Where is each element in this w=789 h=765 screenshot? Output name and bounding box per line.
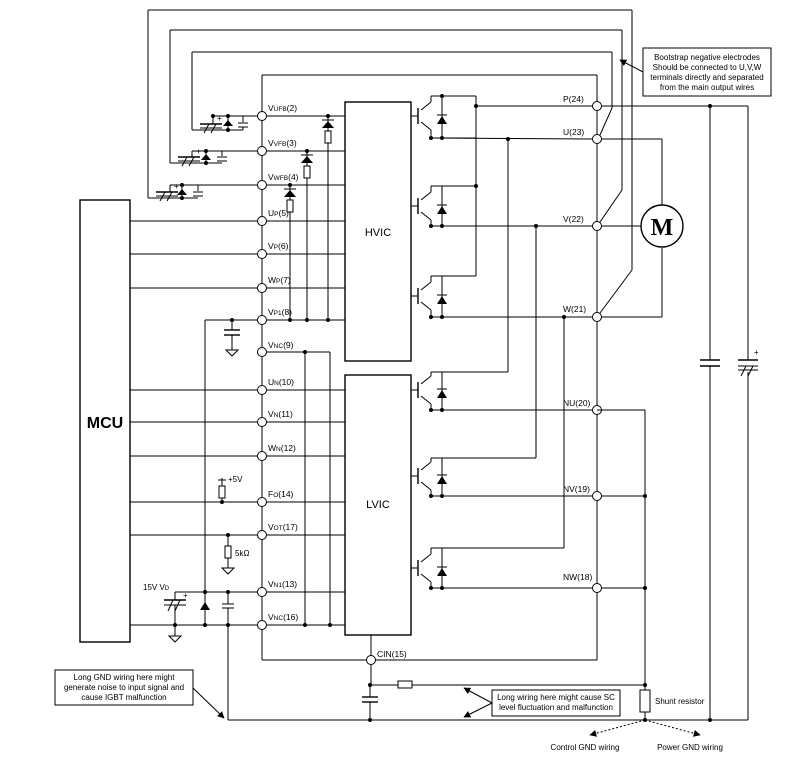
- pin-label-vp: VP(6): [268, 241, 289, 251]
- pin-label-up: UP(5): [268, 208, 289, 218]
- svg-text:+: +: [174, 182, 179, 191]
- bootstrap-diodes: [284, 119, 334, 213]
- pin-label-vufb: VUFB(2): [268, 103, 297, 113]
- lvic-label: LVIC: [366, 499, 390, 511]
- mcu-signal-wires: [130, 220, 257, 626]
- left-pin-labels: VUFB(2) VVFB(3) VWFB(4) UP(5) VP(6) WP(7…: [268, 103, 299, 622]
- power-bus-internal: [430, 96, 593, 548]
- svg-text:Should be connected to U,V,W: Should be connected to U,V,W: [653, 63, 762, 72]
- pin-label-vvfb: VVFB(3): [268, 138, 297, 148]
- svg-text:Bootstrap negative electrodes: Bootstrap negative electrodes: [654, 53, 760, 62]
- internal-ic-wires: [267, 115, 372, 655]
- svg-text:Long GND wiring here might: Long GND wiring here might: [74, 673, 176, 682]
- lvic-block: [344, 374, 412, 636]
- bootstrap-capacitor-v: +: [170, 147, 257, 167]
- svg-text:level fluctuation and malfunct: level fluctuation and malfunction: [499, 703, 613, 712]
- left-pin-terminals: [257, 111, 267, 630]
- mcu-label: MCU: [87, 415, 123, 432]
- note-bootstrap: Bootstrap negative electrodes Should be …: [619, 47, 772, 97]
- junction-dots-supply: [173, 318, 234, 627]
- dc-link-capacitor-electrolytic: +: [738, 348, 759, 377]
- hvic-label: HVIC: [365, 227, 391, 239]
- cin-rc-filter: [362, 665, 645, 720]
- junction-dots-external: [368, 104, 712, 722]
- igbt-lower-u: [411, 371, 592, 411]
- junction-dots-bus: [429, 94, 566, 590]
- svg-text:Long wiring here might cause S: Long wiring here might cause SC: [497, 693, 615, 702]
- svg-text:cause IGBT malfunction: cause IGBT malfunction: [81, 693, 166, 702]
- pin-label-vwfb: VWFB(4): [268, 172, 299, 182]
- shunt-resistor-label: Shunt resistor: [655, 697, 705, 706]
- pin-label-fo: FO(14): [268, 489, 294, 499]
- pin-label-v22: V(22): [563, 214, 584, 224]
- supply-wiring: +: [164, 319, 257, 720]
- right-pin-terminals: [366, 101, 602, 665]
- pin-label-wn: WN(12): [268, 443, 296, 453]
- igbt-upper-u: [411, 95, 476, 139]
- pin-label-vn: VN(11): [268, 409, 293, 419]
- bootstrap-capacitor-w: +: [148, 182, 257, 202]
- svg-text:+: +: [754, 348, 759, 357]
- shunt-resistor-symbol: [639, 689, 651, 713]
- igbt-lower-w: [411, 547, 592, 589]
- external-right-wiring: [228, 105, 749, 721]
- pin-label-vp1: VP1(8): [268, 307, 292, 317]
- svg-text:generate noise to input signal: generate noise to input signal and: [64, 683, 184, 692]
- pin-label-vn1: VN1(13): [268, 579, 297, 589]
- pin-label-u23: U(23): [563, 127, 584, 137]
- svg-text:+: +: [183, 591, 188, 600]
- plus5v-label: +5V: [228, 475, 243, 484]
- svg-text:terminals directly and separat: terminals directly and separated: [650, 73, 763, 82]
- igbt-lower-v: [411, 457, 592, 497]
- svg-text:from the main output wires: from the main output wires: [660, 83, 754, 92]
- pin-label-nu20: NU(20): [563, 398, 591, 408]
- dc-link-capacitor-film: [700, 359, 720, 372]
- resistor-5k-label: 5kΩ: [235, 549, 249, 558]
- hvic-block: [344, 101, 412, 362]
- right-pin-labels: P(24) U(23) V(22) W(21) NU(20) NV(19) NW…: [377, 94, 592, 659]
- pin-label-nv19: NV(19): [563, 484, 590, 494]
- bootstrap-capacitor-u: +: [192, 114, 257, 134]
- ipm-outline: [261, 74, 598, 661]
- pin-label-vot: VOT(17): [268, 522, 298, 532]
- svg-text:+: +: [217, 114, 222, 123]
- supply-15v-label: 15V VD: [143, 583, 170, 592]
- mcu-block: [79, 199, 131, 643]
- svg-text:+: +: [196, 147, 201, 156]
- pin-label-vnc16: VNC(16): [268, 612, 298, 622]
- pin-label-cin15: CIN(15): [377, 649, 407, 659]
- power-gnd-label: Power GND wiring: [657, 743, 723, 752]
- motor-label: M: [651, 215, 674, 241]
- note-gnd-noise: Long GND wiring here might generate nois…: [54, 669, 225, 719]
- motor-symbol: M: [640, 204, 684, 248]
- igbt-upper-v: [411, 185, 536, 227]
- pin-label-wp: WP(7): [268, 275, 291, 285]
- pin-label-nw18: NW(18): [563, 572, 592, 582]
- gnd-wiring-split: [589, 719, 701, 737]
- note-sc-level: Long wiring here might cause SC level fl…: [463, 687, 621, 718]
- pin-label-un: UN(10): [268, 377, 294, 387]
- pin-label-w21: W(21): [563, 304, 586, 314]
- bootstrap-return-wires: [147, 9, 633, 314]
- control-gnd-label: Control GND wiring: [551, 743, 620, 752]
- junction-dots-internal: [288, 114, 332, 627]
- pin-label-p24: P(24): [563, 94, 584, 104]
- pin-label-vnc9: VNC(9): [268, 340, 294, 350]
